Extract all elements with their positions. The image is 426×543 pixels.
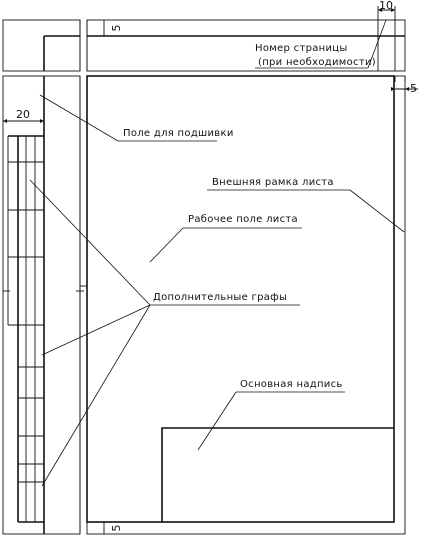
label-outer-frame: Внешняя рамка листа: [207, 177, 405, 233]
binding-field-label: Поле для подшивки: [123, 128, 234, 139]
title-block-frame: [161, 427, 394, 522]
dim-bottom-margin: 5: [103, 522, 123, 534]
dim-label-bottom-5: 5: [110, 525, 123, 532]
left-binding-strip: [2, 75, 84, 535]
dim-page-number-width: 10: [377, 0, 396, 20]
label-extra-columns: Дополнительные графы: [29, 179, 300, 487]
dim-label-right-5: 5: [410, 82, 417, 95]
dim-top-margin: 5: [103, 20, 123, 36]
dim-right-margin: 5: [391, 82, 418, 95]
work-field-frame: [86, 75, 395, 523]
label-page-number: Номер страницы (при необходимости): [255, 19, 387, 69]
label-binding-field: Поле для подшивки: [39, 94, 234, 142]
title-block-label: Основная надпись: [240, 379, 343, 390]
label-title-block: Основная надпись: [197, 379, 345, 451]
top-strip-frame: [86, 19, 406, 72]
outer-frame-label: Внешняя рамка листа: [212, 177, 334, 188]
top-left-corner-block: [2, 19, 81, 72]
label-work-field: Рабочее поле листа: [149, 214, 302, 263]
page-number-note-label: (при необходимости): [258, 57, 376, 68]
extra-columns-label: Дополнительные графы: [153, 292, 287, 303]
page-number-label: Номер страницы: [255, 43, 348, 54]
dim-label-top-5: 5: [110, 25, 123, 32]
dim-label-20: 20: [16, 108, 30, 121]
dim-label-10: 10: [379, 0, 393, 12]
dim-binding-width: 20: [3, 108, 44, 123]
work-field-label: Рабочее поле листа: [188, 214, 298, 225]
